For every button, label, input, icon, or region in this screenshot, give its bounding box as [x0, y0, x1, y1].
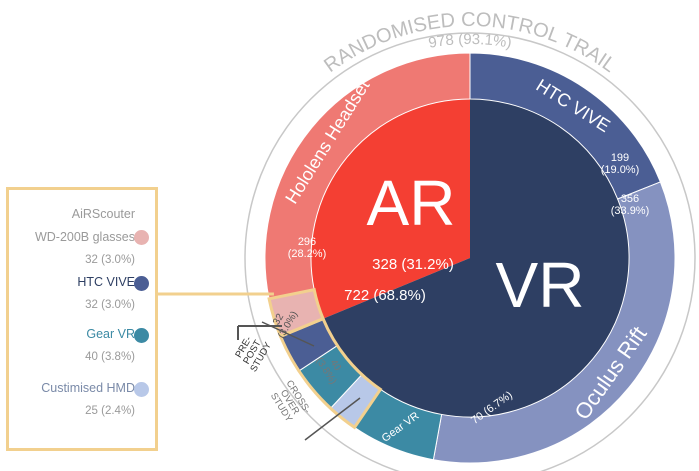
- legend-swatch: [134, 328, 149, 343]
- legend-name: AiRScouter: [71, 207, 135, 221]
- ring-value-htc: 199(19.0%): [601, 152, 640, 176]
- highlight-outline-vr: [278, 316, 383, 430]
- ring-value-oculus: 356(33.9%): [611, 193, 650, 217]
- legend-label: Gear VR 40 (3.8%): [17, 326, 135, 365]
- inner-value-vr: 722 (68.8%): [344, 287, 426, 304]
- legend-value: 40 (3.8%): [85, 351, 135, 363]
- legend-swatch: [134, 382, 149, 397]
- legend-name: Gear VR: [86, 327, 135, 341]
- outer-ring: [244, 32, 696, 471]
- legend-swatch: [134, 230, 149, 245]
- legend-name: Custimised HMD: [41, 381, 135, 395]
- legend-label: HTC VIVE 32 (3.0%): [17, 274, 135, 313]
- legend-value: 32 (3.0%): [85, 254, 135, 266]
- inner-value-ar: 328 (31.2%): [372, 256, 454, 273]
- inner-label-vr: VR: [496, 249, 585, 321]
- legend-swatch: [134, 276, 149, 291]
- study-separator: [304, 397, 361, 441]
- legend-value: 32 (3.0%): [85, 299, 135, 311]
- legend-label: Custimised HMD 25 (2.4%): [17, 380, 135, 419]
- ring-value-hololens: 296(28.2%): [288, 236, 327, 260]
- legend-name: WD-200B glasses: [34, 230, 135, 244]
- legend-value: 25 (2.4%): [85, 405, 135, 417]
- study-separator: [261, 321, 315, 347]
- study-count: 32(3.0%): [266, 304, 300, 341]
- inner-label-ar: AR: [367, 167, 456, 239]
- chart-subtitle: 978 (93.1%): [427, 31, 513, 52]
- legend-name: HTC VIVE: [77, 275, 135, 289]
- highlight-outline-ar: [267, 287, 326, 339]
- study-label: CROSS-OVERSTUDY: [267, 378, 313, 426]
- pie-slice-vr: [322, 98, 630, 419]
